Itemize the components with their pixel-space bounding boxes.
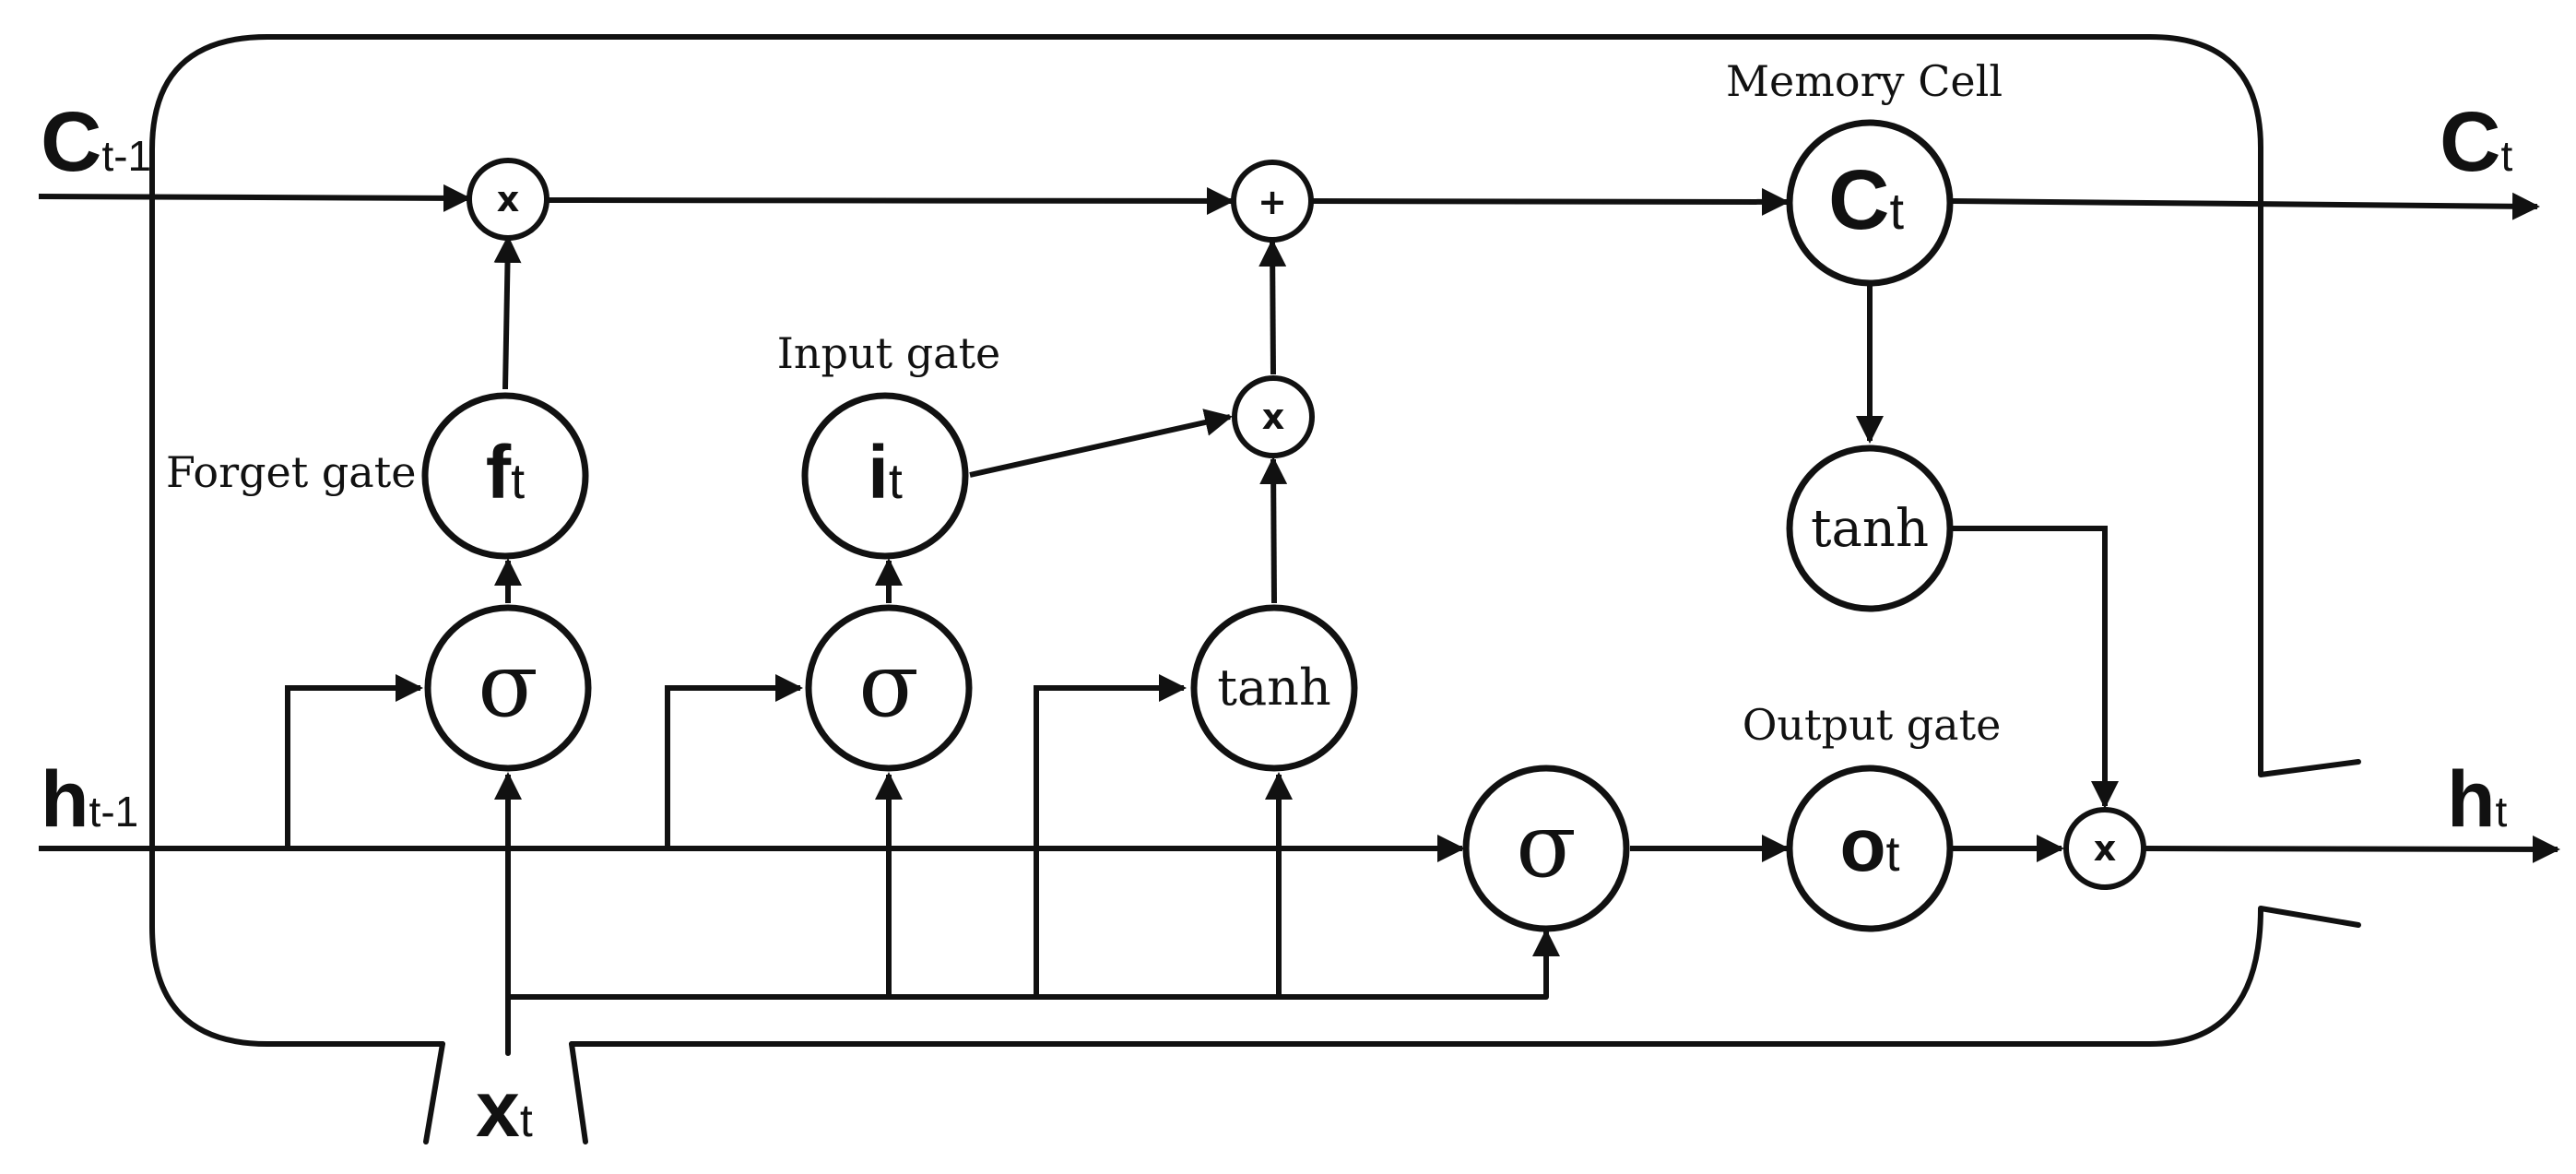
forget-gate-label: Forget gate [166,447,416,497]
svg-text:ft: ft [486,431,525,515]
add-to-cell-arrow [1312,187,1790,216]
candidate-tanh-node: tanh [1190,604,1358,772]
multiply-symbol: x [1262,397,1285,437]
cell-boundary-lower [569,906,2361,1047]
memory-cell-node: Ct [1786,119,1954,287]
tanh-label: tanh [1811,499,1929,559]
multiply-symbol: x [2094,828,2117,869]
tanh-to-mult-arrow [1259,457,1288,604]
c-out-label: Ct [2440,95,2512,189]
multiply-symbol: x [497,179,520,219]
h-to-forget-sigma-arrow [285,674,423,848]
i-to-mult-arrow [969,409,1233,478]
sigma-symbol: σ [478,634,538,737]
sigma-symbol: σ [1516,794,1577,897]
h-to-tanh-arrow [1034,674,1187,997]
f-to-mult-arrow [493,235,522,390]
add-op: + [1231,160,1314,243]
output-gate-label: Output gate [1743,700,2002,750]
input-slot-left [423,1041,445,1144]
c-prev-label: Ct-1 [41,95,151,189]
cell-boundary [149,34,2361,1047]
x-input-label: xt [476,1065,533,1154]
input-sigma-node: σ [805,604,973,772]
forget-sigma-node: σ [424,604,592,772]
hidden-state-out-arrow [2145,835,2560,863]
svg-text:Ct: Ct [1828,153,1904,247]
cell-tanh-node: tanh [1786,445,1954,612]
output-sigma-node: σ [1462,765,1630,932]
cell-state-out-arrow [1952,192,2540,220]
input-gate-label: Input gate [777,328,1001,378]
h-to-input-sigma-arrow [665,674,803,848]
input-slot-right [569,1041,588,1144]
forget-gate-node: ft [421,392,589,560]
svg-text:it: it [868,431,903,515]
forget-multiply-op: x [467,158,549,241]
svg-text:ot: ot [1839,803,1899,887]
memory-cell-label: Memory Cell [1726,56,2003,106]
cell-state-in-arrow [38,184,471,212]
input-multiply-op: x [1232,375,1315,458]
h-out-label: ht [2447,755,2508,844]
forget-mult-to-add-arrow [547,186,1235,215]
tanh-label: tanh [1217,658,1330,717]
input-gate-node: it [801,392,969,560]
sigma-symbol: σ [858,634,919,737]
add-symbol: + [1258,182,1287,222]
output-multiply-op: x [2063,807,2146,890]
h-prev-label: ht-1 [41,755,138,844]
tanh-to-output-mult-arrow [1952,526,2119,809]
output-gate-node: ot [1786,765,1954,932]
mult-to-add-arrow [1258,239,1287,375]
